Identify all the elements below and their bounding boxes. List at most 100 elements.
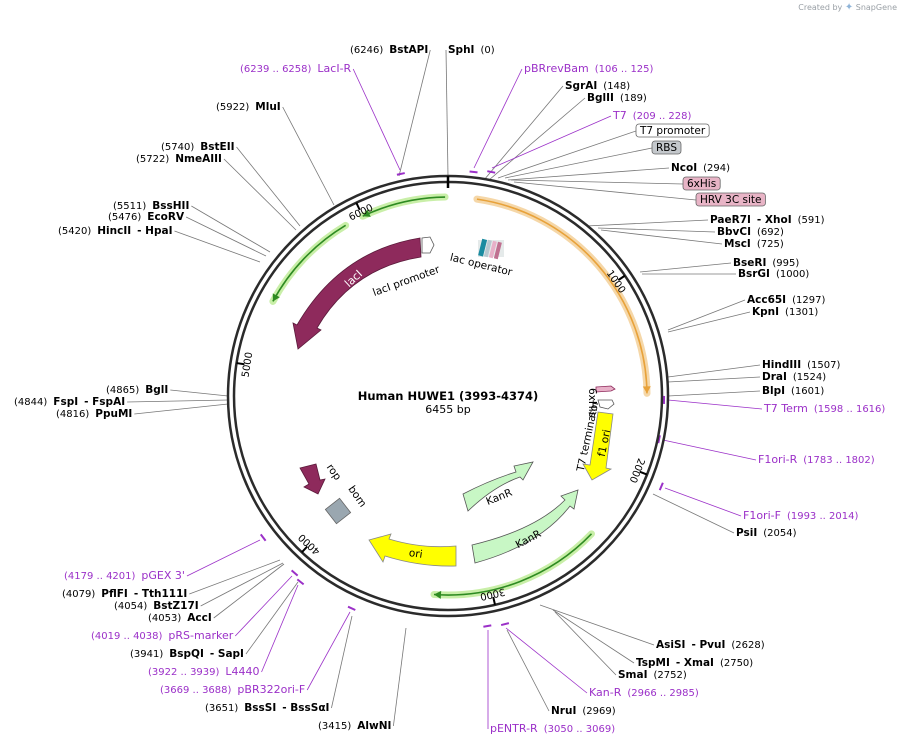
- label-f1ori-f[interactable]: F1ori-F(1993 .. 2014): [743, 509, 858, 522]
- label-msci[interactable]: MscI(725): [724, 238, 784, 250]
- label-name: TspMI: [636, 657, 670, 669]
- label-ecorv[interactable]: (5476)EcoRV: [108, 211, 185, 223]
- label-blpi[interactable]: BlpI(1601): [762, 385, 824, 397]
- plasmid-name: Human HUWE1 (3993-4374): [358, 389, 539, 403]
- label-fspi[interactable]: (4844)FspI- FspAI: [14, 396, 125, 408]
- label-hrv3c[interactable]: HRV 3C site: [695, 192, 766, 207]
- label-drai[interactable]: DraI(1524): [762, 371, 826, 383]
- label-pos: (591): [798, 215, 825, 226]
- feature-box-text: 6xHis: [687, 178, 716, 190]
- label-alwni[interactable]: (3415)AlwNI: [318, 720, 391, 732]
- primer-mark: [290, 569, 299, 577]
- kanr-arrow-lower[interactable]: [471, 489, 579, 564]
- leader-lines: [127, 49, 763, 729]
- label-bgli[interactable]: (4865)BglI: [106, 384, 168, 396]
- label-nmeaiii[interactable]: (5722) NmeAIII: [136, 153, 222, 165]
- leader-line: [392, 627, 407, 727]
- label-6xhis[interactable]: 6xHis: [682, 176, 721, 191]
- label-bsrgi[interactable]: BsrGI(1000): [738, 268, 809, 280]
- label-name: Kan-R: [589, 686, 622, 699]
- label-name: BspQI: [169, 648, 204, 660]
- tick-3000: [492, 596, 496, 605]
- label-sgrai[interactable]: SgrAI(148): [565, 80, 630, 92]
- label-range: (2966 .. 2985): [627, 688, 699, 699]
- label-pos: (5511): [113, 201, 146, 212]
- label-pos: (148): [603, 81, 630, 92]
- primer-mark: [657, 435, 661, 444]
- f1-ori-arrow[interactable]: [582, 411, 614, 481]
- label-name: BlpI: [762, 385, 785, 397]
- label-bsteii[interactable]: (5740)BstEII: [161, 141, 235, 153]
- label-tspmi[interactable]: TspMI- XmaI(2750): [636, 657, 753, 669]
- label-bsshii[interactable]: (5511)BssHII: [113, 200, 189, 212]
- label-paer7i[interactable]: PaeR7I- XhoI(591): [710, 214, 825, 226]
- label-name: PpuMI: [95, 408, 132, 420]
- label-pos: (1524): [793, 372, 826, 383]
- label-ncoi[interactable]: NcoI (294): [671, 162, 730, 174]
- leader-line: [585, 219, 709, 227]
- label-acci[interactable]: (4053)AccI: [148, 612, 212, 624]
- label-name: NmeAIII: [175, 153, 222, 165]
- label-bspqi[interactable]: (3941)BspQI- SapI: [130, 648, 244, 660]
- label-pos: (4054): [114, 601, 147, 612]
- tick-1000: [617, 274, 626, 281]
- ori-arrow[interactable]: [368, 533, 457, 567]
- plasmid-size: 6455 bp: [425, 403, 470, 416]
- label-name: PflFI: [101, 588, 128, 600]
- label-asisi[interactable]: AsiSI- PvuI(2628): [656, 639, 765, 651]
- leader-line: [236, 146, 301, 227]
- label-f1ori-r[interactable]: F1ori-R(1783 .. 1802): [758, 453, 875, 466]
- leader-line: [245, 581, 299, 655]
- laci-feature-arrow[interactable]: [292, 237, 422, 350]
- leader-line: [554, 611, 617, 676]
- label-kan-r[interactable]: Kan-R (2966 .. 2985): [589, 686, 699, 699]
- label-nrui[interactable]: NruI(2969): [551, 705, 616, 717]
- label-kpni[interactable]: KpnI(1301): [752, 306, 818, 318]
- label-bglii[interactable]: BglII(189): [587, 92, 647, 104]
- rop-arrow[interactable]: [299, 463, 326, 495]
- label-bbvci[interactable]: BbvCI(692): [717, 226, 784, 238]
- leader-line: [507, 167, 670, 181]
- label-name: NcoI: [671, 162, 697, 174]
- label-hindiii[interactable]: HindIII(1507): [762, 359, 840, 371]
- label-bstapi[interactable]: (6246)BstAPI: [350, 44, 428, 56]
- label-pos: (0): [480, 45, 494, 56]
- label-acc65i[interactable]: Acc65I(1297): [747, 294, 825, 306]
- label-bseri[interactable]: BseRI(995): [733, 257, 799, 269]
- label-pbr322ori-f[interactable]: (3669 .. 3688)pBR322ori-F: [160, 683, 305, 696]
- label-mlui[interactable]: (5922)MluI: [216, 101, 281, 113]
- label-pos: (2969): [582, 706, 615, 717]
- leader-line: [127, 399, 229, 403]
- label-t7promoter[interactable]: T7 promoter: [635, 123, 710, 138]
- label-ppumi[interactable]: (4816)PpuMI: [56, 408, 132, 420]
- label-psii[interactable]: PsiI(2054): [736, 527, 797, 539]
- label-t7[interactable]: T7(209 .. 228): [612, 109, 692, 122]
- label-bstz17i[interactable]: (4054)BstZ17I: [114, 600, 199, 612]
- label-sphi[interactable]: SphI(0): [448, 44, 495, 56]
- feature-box: [695, 192, 766, 207]
- label-laci-r[interactable]: (6239 .. 6258)LacI-R: [240, 62, 352, 75]
- label-name: pENTR-R: [490, 722, 538, 735]
- label-pos: (294): [703, 163, 730, 174]
- label-name: BseRI: [733, 257, 766, 269]
- kanr-arrow-upper[interactable]: [462, 461, 534, 512]
- label-prs-marker[interactable]: (4019 .. 4038)pRS-marker: [91, 629, 234, 642]
- leader-line: [667, 399, 763, 410]
- label-l4440[interactable]: (3922 .. 3939)L4440: [148, 665, 260, 678]
- label-pos: (5476): [108, 212, 141, 223]
- label-pentr-r[interactable]: pENTR-R(3050 .. 3069): [490, 722, 615, 735]
- leader-line: [261, 584, 299, 673]
- label-pos: (5722): [136, 154, 169, 165]
- label-pflfi[interactable]: (4079)PflFI- Tth111I: [62, 588, 187, 600]
- label-smai[interactable]: SmaI(2752): [618, 669, 687, 681]
- laci-promoter-arrow[interactable]: [421, 236, 435, 254]
- label-pgex3[interactable]: (4179 .. 4201)pGEX 3': [64, 569, 185, 582]
- label-hincii[interactable]: (5420)HincII- HpaI: [58, 225, 172, 237]
- label-pos: (2054): [763, 528, 796, 539]
- label-bsssi[interactable]: (3651)BssSI- BssSαI: [205, 702, 329, 714]
- leader-line: [398, 49, 431, 177]
- upper-green-arrowhead: [362, 209, 371, 217]
- label-rbs[interactable]: RBS: [651, 140, 682, 155]
- label-pbrrevbam[interactable]: pBRrevBam(106 .. 125): [524, 62, 654, 75]
- label-t7term[interactable]: T7 Term(1598 .. 1616): [763, 402, 885, 415]
